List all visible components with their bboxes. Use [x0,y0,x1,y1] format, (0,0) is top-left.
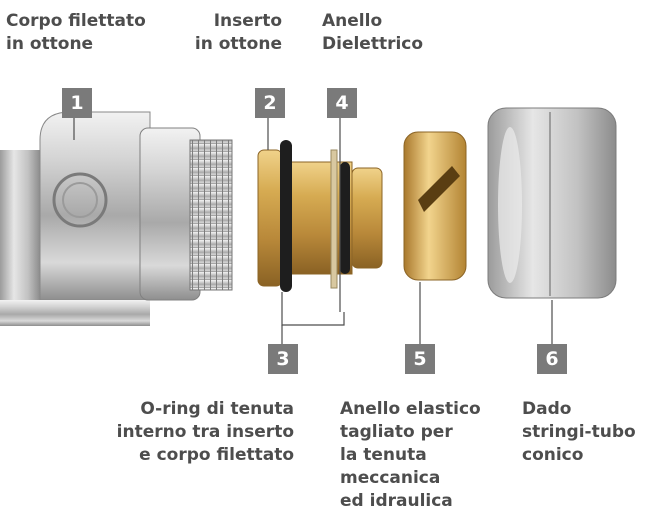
compression-nut-part [487,107,617,299]
o-ring-seal-part [280,140,350,292]
dielectric-ring-label: Anello Dielettrico [322,11,424,54]
split-ring-part [403,131,467,281]
badge-3: 3 [268,344,298,374]
compression-nut-label: Dado stringi-tubo conico [522,399,636,465]
badge-6: 6 [537,344,567,374]
badge-2: 2 [255,88,285,118]
badge-5: 5 [405,344,435,374]
dielectric-ring-part [330,149,338,289]
threaded-body-part [0,111,233,326]
badge-4: 4 [327,88,357,118]
split-ring-label: Anello elastico tagliato per la tenuta m… [340,399,481,511]
threaded-body-label: Corpo filettato in ottone [6,11,146,54]
leader-lines [73,113,553,346]
brass-insert-part [257,149,383,287]
o-ring-label: O-ring di tenuta interno tra inserto e c… [116,399,294,465]
brass-insert-label: Inserto in ottone [194,11,282,54]
badge-1: 1 [62,88,92,118]
